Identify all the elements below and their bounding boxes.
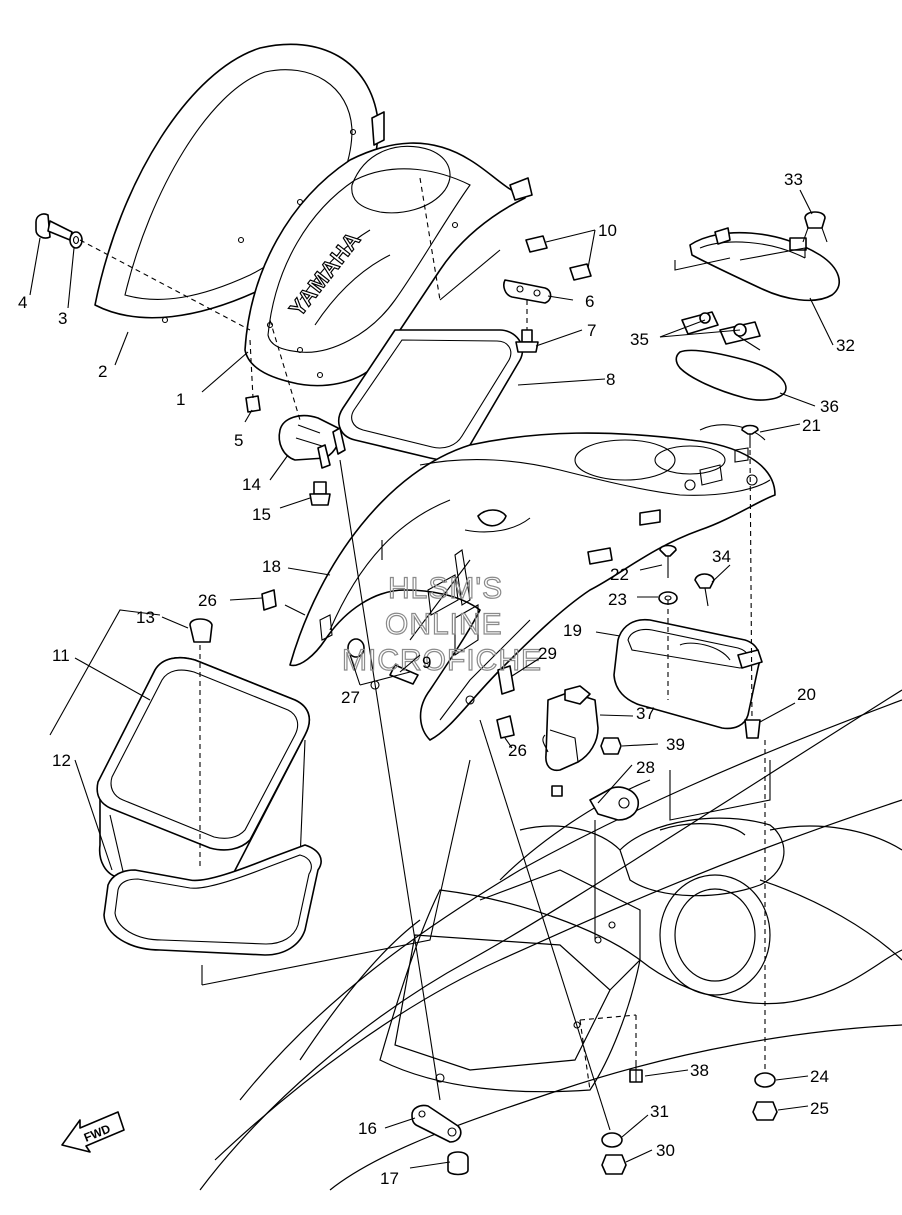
latch-37 (542, 685, 599, 772)
callout-15: 15 (252, 505, 271, 524)
callout-14: 14 (242, 475, 261, 494)
plate-16 (411, 1104, 462, 1143)
pads-10 (525, 235, 592, 281)
callout-32: 32 (836, 336, 855, 355)
callout-8: 8 (606, 370, 615, 389)
callout-39: 39 (666, 735, 685, 754)
deck-frame-18 (289, 424, 776, 741)
callout-24: 24 (810, 1067, 829, 1086)
storage-bin-11 (96, 656, 311, 892)
callout-numbers: 1 2 3 4 5 6 7 8 9 10 11 12 13 14 15 16 1… (18, 170, 855, 1188)
callout-4: 4 (18, 293, 27, 312)
callout-26-lower: 26 (508, 741, 527, 760)
callout-6: 6 (585, 292, 594, 311)
callout-33: 33 (784, 170, 803, 189)
callout-2: 2 (98, 362, 107, 381)
alignment-lines (79, 177, 806, 1131)
bin-gasket-12 (103, 844, 322, 956)
watermark-line-3: MICROFICHE (342, 644, 542, 677)
watermark-line-1: HLSM'S (388, 572, 503, 605)
cover-plate-36 (675, 349, 787, 401)
callout-37: 37 (636, 704, 655, 723)
callout-17: 17 (380, 1169, 399, 1188)
hull-deck (199, 689, 902, 1191)
bracket-6 (503, 279, 552, 304)
watermark-line-2: ONLINE (385, 608, 503, 641)
hinge-14 (278, 414, 346, 469)
callout-16: 16 (358, 1119, 377, 1138)
lid-32 (689, 227, 840, 302)
callout-28: 28 (636, 758, 655, 777)
cowling-inner-1: YAMAHA (244, 111, 533, 387)
callout-13: 13 (136, 608, 155, 627)
callout-29: 29 (538, 644, 557, 663)
callout-25: 25 (810, 1099, 829, 1118)
callout-34: 34 (712, 547, 731, 566)
callout-11: 11 (52, 646, 70, 665)
callout-36: 36 (820, 397, 839, 416)
watermark: HLSM'S ONLINE MICROFICHE (341, 571, 542, 677)
callout-3: 3 (58, 309, 67, 328)
callout-23: 23 (608, 590, 627, 609)
callout-10: 10 (598, 221, 617, 240)
callout-1: 1 (176, 390, 185, 409)
hinge-pins-35 (681, 311, 761, 351)
callout-9: 9 (422, 653, 431, 672)
fasteners (35, 213, 778, 1176)
callout-19: 19 (563, 621, 582, 640)
fwd-arrow: FWD (61, 1111, 125, 1153)
callout-12: 12 (52, 751, 71, 770)
callout-35: 35 (630, 330, 649, 349)
callout-18: 18 (262, 557, 281, 576)
clip-33 (802, 211, 828, 243)
callout-20: 20 (797, 685, 816, 704)
bracket-28 (589, 786, 640, 821)
callout-30: 30 (656, 1141, 675, 1160)
glove-box-19 (613, 618, 763, 730)
callout-27: 27 (341, 688, 360, 707)
callout-22: 22 (610, 565, 629, 584)
callout-31: 31 (650, 1102, 669, 1121)
callout-5: 5 (234, 431, 243, 450)
callout-21: 21 (802, 416, 821, 435)
callout-26-upper: 26 (198, 591, 217, 610)
callout-7: 7 (587, 321, 596, 340)
callout-leaders (29, 189, 834, 1169)
callout-38: 38 (690, 1061, 709, 1080)
